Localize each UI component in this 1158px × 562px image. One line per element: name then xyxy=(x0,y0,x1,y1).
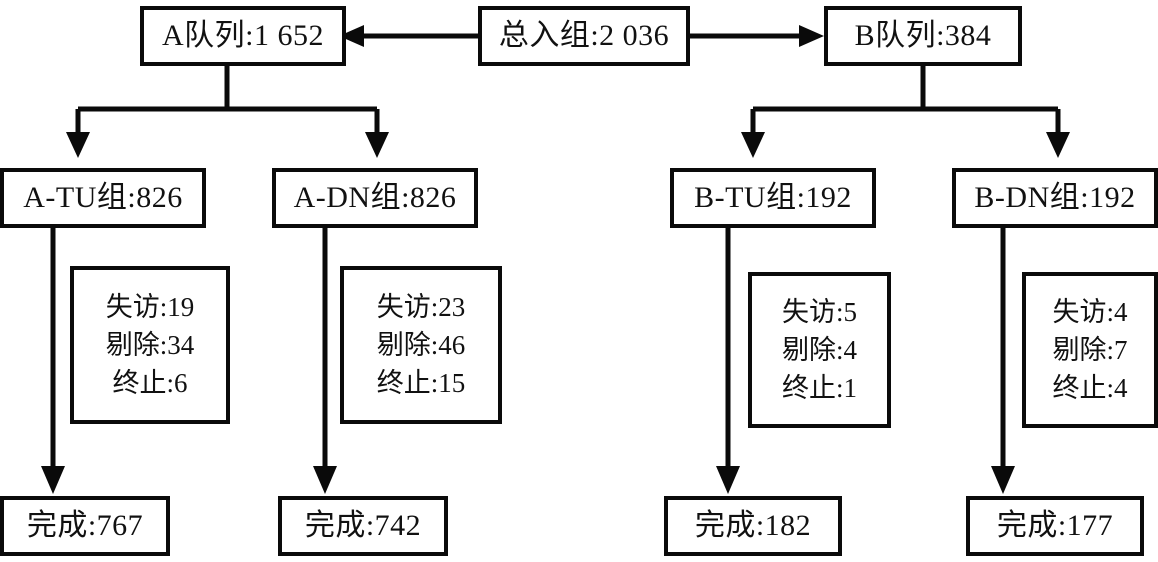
node-group-b-dn-label: B-DN组:192 xyxy=(974,181,1136,214)
edge-cohort-b-split xyxy=(750,66,1061,138)
attrition-box-a-tu[interactable]: 失访:19 剔除:34 终止:6 xyxy=(70,266,230,424)
node-complete-b-dn[interactable]: 完成:177 xyxy=(966,496,1144,556)
attrition-b-tu-lost: 失访:5 xyxy=(781,296,857,327)
attrition-a-tu-terminated: 终止:6 xyxy=(112,368,188,399)
arrowhead-a-dn xyxy=(365,132,389,158)
node-total-enrolled-label: 总入组:2 036 xyxy=(498,19,670,52)
arrowhead-complete-b-dn xyxy=(991,466,1015,494)
node-cohort-b[interactable]: B队列:384 xyxy=(824,6,1022,66)
attrition-a-dn-terminated: 终止:15 xyxy=(376,368,466,399)
node-group-a-tu-label: A-TU组:826 xyxy=(23,181,183,214)
edge-cohort-a-split xyxy=(75,66,380,138)
attrition-b-dn-terminated: 终止:4 xyxy=(1052,373,1128,404)
attrition-b-tu-terminated: 终止:1 xyxy=(781,373,857,404)
node-cohort-a-label: A队列:1 652 xyxy=(162,19,324,52)
attrition-b-dn-lost: 失访:4 xyxy=(1052,296,1128,327)
node-cohort-a[interactable]: A队列:1 652 xyxy=(140,6,346,66)
attrition-box-a-dn[interactable]: 失访:23 剔除:46 终止:15 xyxy=(340,266,502,424)
arrowhead-complete-a-tu xyxy=(41,466,65,494)
node-complete-b-tu[interactable]: 完成:182 xyxy=(664,496,842,556)
node-group-a-dn-label: A-DN组:826 xyxy=(293,181,457,214)
node-group-a-tu[interactable]: A-TU组:826 xyxy=(0,168,206,228)
attrition-b-tu-excluded: 剔除:4 xyxy=(781,334,857,365)
arrowhead-cohort-b xyxy=(799,25,824,47)
node-group-b-dn[interactable]: B-DN组:192 xyxy=(952,168,1158,228)
attrition-box-b-tu[interactable]: 失访:5 剔除:4 终止:1 xyxy=(748,272,891,428)
node-group-b-tu-label: B-TU组:192 xyxy=(694,181,852,214)
node-complete-a-dn[interactable]: 完成:742 xyxy=(278,496,448,556)
arrowhead-b-tu xyxy=(741,132,765,158)
arrowhead-complete-b-tu xyxy=(716,466,740,494)
attrition-a-dn-excluded: 剔除:46 xyxy=(376,329,466,360)
node-complete-a-tu[interactable]: 完成:767 xyxy=(0,496,170,556)
attrition-a-tu-lost: 失访:19 xyxy=(105,291,195,322)
arrowhead-a-tu xyxy=(66,132,90,158)
node-total-enrolled[interactable]: 总入组:2 036 xyxy=(478,6,690,66)
attrition-a-tu-excluded: 剔除:34 xyxy=(105,329,195,360)
node-group-b-tu[interactable]: B-TU组:192 xyxy=(670,168,876,228)
node-complete-b-dn-label: 完成:177 xyxy=(996,509,1114,542)
attrition-box-b-dn[interactable]: 失访:4 剔除:7 终止:4 xyxy=(1022,272,1158,428)
node-complete-a-dn-label: 完成:742 xyxy=(304,509,422,542)
node-complete-a-tu-label: 完成:767 xyxy=(26,509,144,542)
node-cohort-b-label: B队列:384 xyxy=(854,19,992,52)
attrition-b-dn-excluded: 剔除:7 xyxy=(1052,334,1128,365)
arrowhead-b-dn xyxy=(1046,132,1070,158)
node-group-a-dn[interactable]: A-DN组:826 xyxy=(272,168,478,228)
attrition-a-dn-lost: 失访:23 xyxy=(376,291,466,322)
node-complete-b-tu-label: 完成:182 xyxy=(694,509,812,542)
arrowhead-complete-a-dn xyxy=(313,466,337,494)
